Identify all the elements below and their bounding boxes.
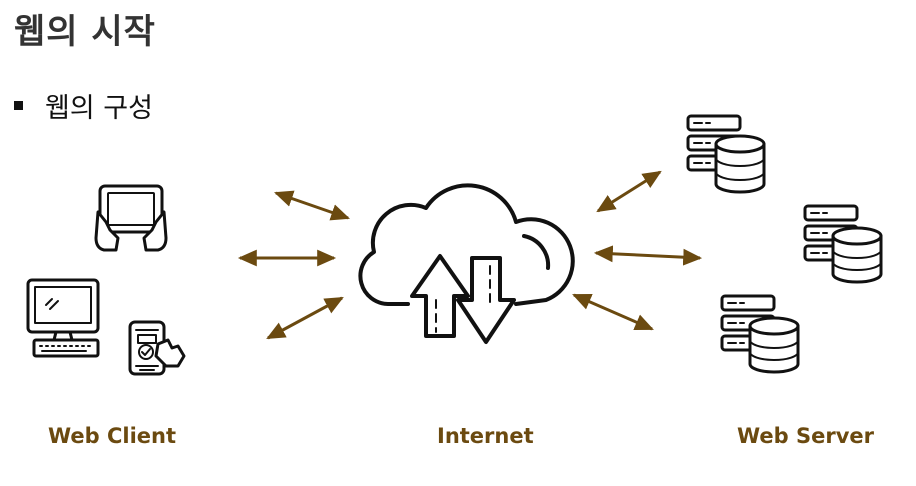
desktop-icon: [26, 278, 100, 358]
page-title: 웹의 시작: [14, 12, 156, 52]
bullet-item: 웹의 구성: [14, 86, 153, 125]
smartphone-icon: [128, 320, 186, 376]
arrow-internet-server-bottom: [572, 293, 654, 331]
connection-arrows: [237, 170, 703, 340]
server-database-icon: [686, 114, 883, 374]
arrow-tablet-internet: [274, 190, 350, 221]
label-web-server: Web Server: [737, 424, 875, 448]
bullet-text: 웹의 구성: [45, 93, 153, 124]
label-internet: Internet: [437, 424, 534, 448]
cloud-transfer-icon: [358, 183, 575, 344]
label-web-client: Web Client: [48, 424, 177, 448]
arrow-phone-internet: [266, 296, 344, 340]
bullet-square-icon: [14, 101, 23, 110]
tablet-icon: [94, 184, 168, 252]
arrow-internet-server-middle: [593, 245, 703, 266]
arrow-internet-server-top: [596, 170, 662, 213]
